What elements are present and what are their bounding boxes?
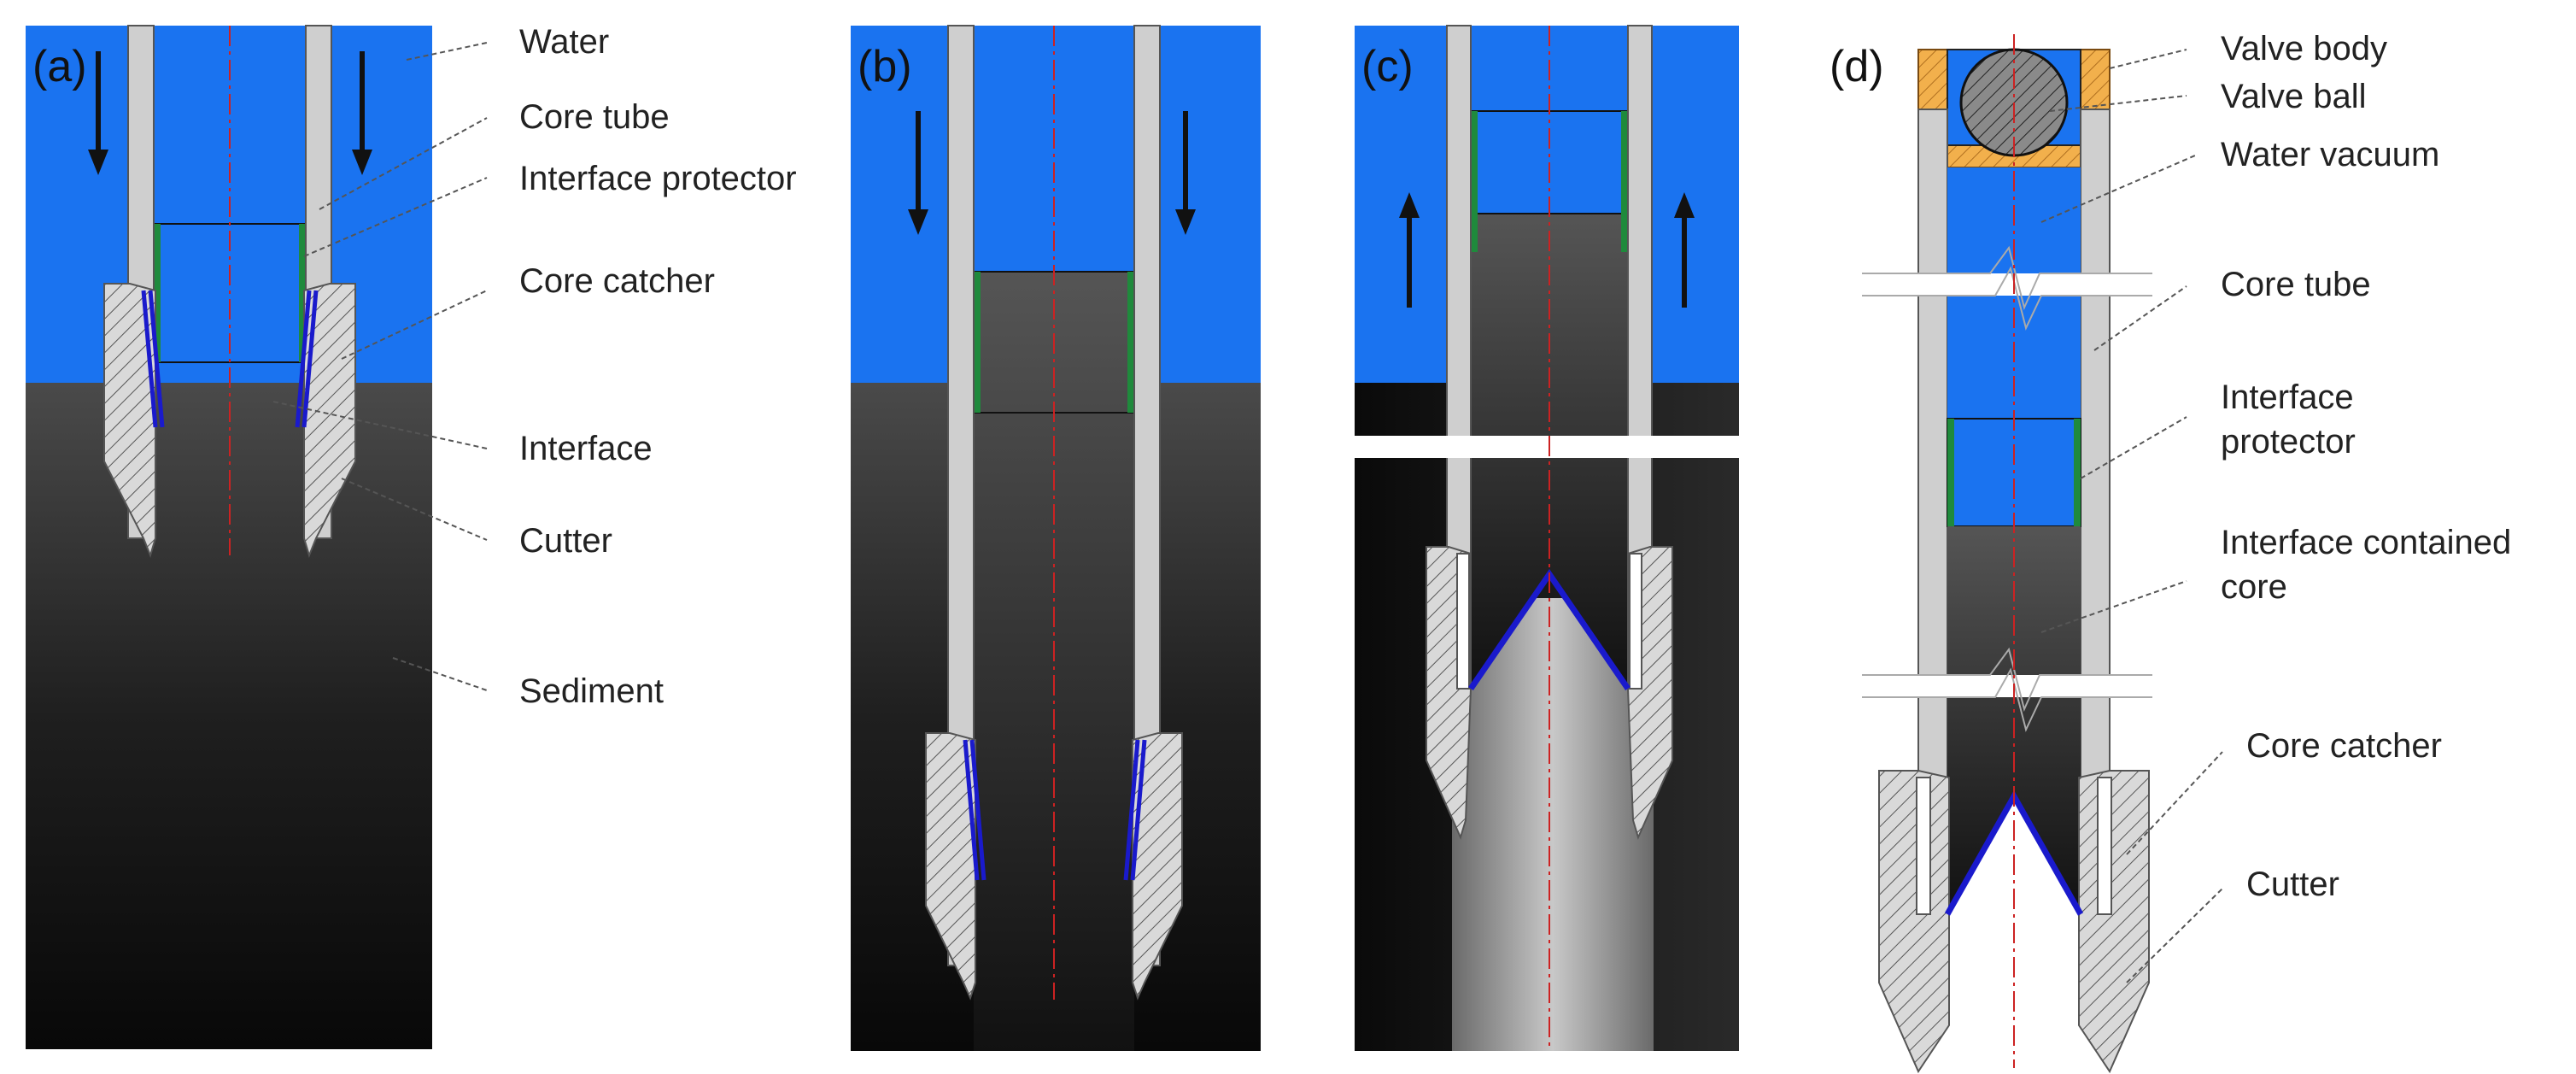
panel-a-catcher-left (141, 290, 165, 428)
panel-d-protector-left (1947, 419, 1954, 555)
label-cutter-d: Cutter (2246, 866, 2339, 903)
panel-b-catcher-right (1123, 739, 1147, 881)
panel-d-break-bottom-zigzag (1862, 647, 2152, 732)
panel-c-catcher-slot-left (1456, 553, 1470, 690)
panel-b-cutter-left (925, 732, 976, 1001)
label-core-catcher-d: Core catcher (2246, 727, 2442, 765)
panel-d-protector-right (2074, 419, 2081, 555)
label-valve-body: Valve body (2221, 30, 2387, 67)
panel-c-protector-right (1621, 111, 1628, 252)
panel-d-cutter-left (1878, 770, 1950, 1074)
panel-d-break-top-zigzag (1862, 245, 2152, 331)
panel-c-catcher-slot-right (1629, 553, 1642, 690)
panel-c: (c) (1332, 25, 1759, 1051)
panel-c-label: (c) (1361, 42, 1414, 91)
panel-d-catcher-slot-right (2097, 777, 2112, 915)
panel-b-arrow-right (1175, 111, 1196, 235)
label-interface-a: Interface (519, 430, 653, 467)
panel-c-arrow-right (1674, 192, 1695, 308)
panel-b: (b) (851, 25, 1261, 1051)
panel-a-arrow-right (352, 51, 372, 175)
label-interface-protector-d-2: protector (2221, 423, 2356, 461)
panel-d-break-top (1862, 273, 2152, 296)
label-interface-protector-a: Interface protector (519, 160, 797, 197)
panel-a-cutter-left (103, 283, 156, 559)
panel-a-leaders (272, 42, 488, 691)
panel-d-break-bottom (1862, 675, 2152, 697)
panel-a-catcher-right (295, 290, 319, 428)
panel-b-protector-right (1127, 272, 1134, 413)
label-sediment: Sediment (519, 672, 664, 710)
panel-a-label: (a) (32, 42, 87, 91)
label-core-catcher-a: Core catcher (519, 262, 715, 300)
panel-b-arrow-left (908, 111, 928, 235)
panel-d: (d) (1830, 34, 2223, 1074)
label-valve-ball: Valve ball (2221, 78, 2366, 115)
panel-a-arrow-left (88, 51, 108, 175)
panel-a-sediment (26, 383, 432, 1049)
label-water-vacuum: Water vacuum (2221, 136, 2439, 173)
label-interface-protector-d-1: Interface (2221, 379, 2354, 416)
panel-a-protector-right (299, 224, 306, 362)
label-cutter-a: Cutter (519, 522, 612, 560)
label-core-tube-d: Core tube (2221, 266, 2371, 303)
label-interface-core-1: Interface contained (2221, 524, 2511, 561)
label-core-tube-a: Core tube (519, 98, 670, 136)
panel-b-label: (b) (858, 42, 912, 91)
label-interface-core-2: core (2221, 568, 2287, 606)
panel-d-cutter-right (2078, 770, 2150, 1074)
panel-a: (a) (26, 25, 488, 1049)
panel-d-label: (d) (1830, 42, 1884, 91)
panel-c-break (1332, 436, 1759, 458)
panel-d-leaders (2040, 49, 2223, 983)
panel-c-protector-left (1471, 111, 1478, 252)
panel-d-catcher-slot-left (1916, 777, 1931, 915)
panel-c-arrow-left (1399, 192, 1420, 308)
panel-b-protector-left (974, 272, 981, 413)
label-water: Water (519, 23, 609, 61)
panel-b-catcher-left (963, 739, 986, 881)
panel-a-protector-left (154, 224, 161, 362)
panel-d-tube-right (2080, 109, 2111, 778)
